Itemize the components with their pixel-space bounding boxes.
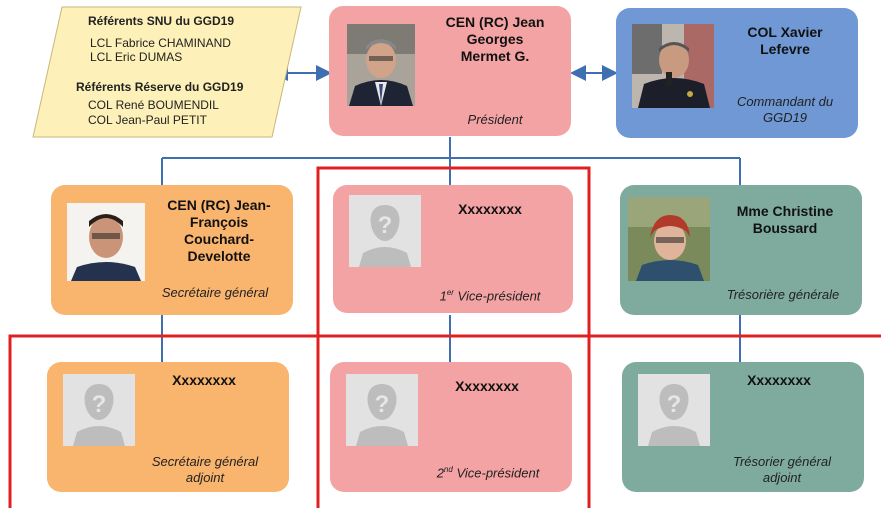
tres-adjoint-role-line-2: adjoint: [762, 470, 802, 485]
user-placeholder-icon: ?: [346, 374, 418, 446]
sec-adjoint-role: Secrétaire général adjoint: [139, 454, 271, 486]
referents-reserve-title: Référents Réserve du GGD19: [76, 80, 244, 94]
vp1-role-number: 1: [439, 288, 447, 304]
tres-adjoint-name: Xxxxxxxx: [747, 372, 811, 388]
vp2-name: Xxxxxxxx: [455, 378, 519, 394]
user-placeholder-icon: ?: [63, 374, 135, 446]
commandant-role-line-1: Commandant du: [736, 94, 834, 109]
president-card: CEN (RC) Jean Georges Mermet G. Présiden…: [329, 6, 571, 136]
president-name-line-3: Mermet G.: [460, 48, 530, 64]
commandant-photo: [632, 24, 714, 108]
vp1-role-ordinal: er: [446, 288, 454, 297]
president-name-line-1: CEN (RC) Jean: [445, 14, 545, 30]
secretaire-name-line-4: Develotte: [187, 248, 251, 264]
secretaire-name: CEN (RC) Jean- François Couchard- Develo…: [149, 197, 289, 265]
referent-reserve-1: COL René BOUMENDIL: [88, 98, 219, 112]
svg-text:?: ?: [92, 391, 107, 418]
tresoriere-photo: [628, 197, 710, 281]
secretaire-name-line-1: CEN (RC) Jean-: [167, 197, 271, 213]
tres-adjoint-role: Trésorier général adjoint: [716, 454, 848, 486]
sec-adjoint-name: Xxxxxxxx: [172, 372, 236, 388]
tres-adjoint-placeholder-avatar: ?: [638, 374, 710, 446]
commandant-name: COL Xavier Lefevre: [720, 24, 850, 58]
secretaire-role: Secrétaire général: [161, 285, 269, 300]
tresoriere-name-line-2: Boussard: [752, 220, 818, 236]
vp1-card: ? Xxxxxxxx 1er Vice-président: [333, 185, 573, 313]
user-placeholder-icon: ?: [638, 374, 710, 446]
commandant-card: COL Xavier Lefevre Commandant du GGD19: [616, 8, 858, 138]
secretaire-card: CEN (RC) Jean- François Couchard- Develo…: [51, 185, 293, 315]
referents-box: Référents SNU du GGD19 LCL Fabrice CHAMI…: [32, 6, 302, 138]
vp1-role: 1er Vice-président: [425, 285, 555, 304]
secretaire-photo: [67, 203, 145, 281]
sec-adjoint-card: ? Xxxxxxxx Secrétaire général adjoint: [47, 362, 289, 492]
commandant-name-line-2: Lefevre: [760, 41, 810, 57]
commandant-role-line-2: GGD19: [762, 110, 808, 125]
vp2-card: ? Xxxxxxxx 2nd Vice-président: [330, 362, 572, 492]
sec-adjoint-role-line-1: Secrétaire général: [151, 454, 259, 469]
tresoriere-name: Mme Christine Boussard: [716, 203, 854, 237]
vp1-role-title: Vice-président: [453, 288, 541, 304]
president-role: Président: [467, 112, 523, 127]
referents-box-shape: [32, 6, 302, 138]
svg-text:?: ?: [667, 391, 682, 418]
sec-adjoint-role-line-2: adjoint: [185, 470, 225, 485]
svg-text:?: ?: [375, 391, 390, 418]
highlight-adjoints: [8, 334, 881, 508]
tres-adjoint-card: ? Xxxxxxxx Trésorier général adjoint: [622, 362, 864, 492]
vp1-placeholder-avatar: ?: [349, 195, 421, 267]
referent-snu-2: LCL Eric DUMAS: [90, 50, 183, 64]
vp2-role-ordinal: nd: [443, 465, 453, 474]
vp2-placeholder-avatar: ?: [346, 374, 418, 446]
tresoriere-role: Trésorière générale: [726, 287, 840, 302]
referents-snu-title: Référents SNU du GGD19: [88, 14, 235, 28]
president-name: CEN (RC) Jean Georges Mermet G.: [429, 14, 561, 65]
vp2-role-title: Vice-président: [452, 465, 540, 481]
vp2-role: 2nd Vice-président: [420, 462, 556, 481]
commandant-name-line-1: COL Xavier: [747, 24, 823, 40]
svg-text:?: ?: [378, 212, 393, 239]
user-placeholder-icon: ?: [349, 195, 421, 267]
president-name-line-2: Georges: [466, 31, 524, 47]
vp1-name: Xxxxxxxx: [458, 201, 522, 217]
tresoriere-name-line-1: Mme Christine: [736, 203, 834, 219]
vp2-role-number: 2: [436, 465, 444, 481]
referent-reserve-2: COL Jean-Paul PETIT: [88, 113, 207, 127]
tres-adjoint-role-line-1: Trésorier général: [732, 454, 832, 469]
referent-snu-1: LCL Fabrice CHAMINAND: [90, 36, 231, 50]
secretaire-name-line-3: Couchard-: [184, 231, 254, 247]
highlight-vice-presidents: [316, 166, 591, 508]
sec-adjoint-placeholder-avatar: ?: [63, 374, 135, 446]
tresoriere-card: Mme Christine Boussard Trésorière généra…: [620, 185, 862, 315]
commandant-role: Commandant du GGD19: [716, 94, 854, 126]
secretaire-name-line-2: François: [189, 214, 249, 230]
president-photo: [347, 24, 415, 106]
